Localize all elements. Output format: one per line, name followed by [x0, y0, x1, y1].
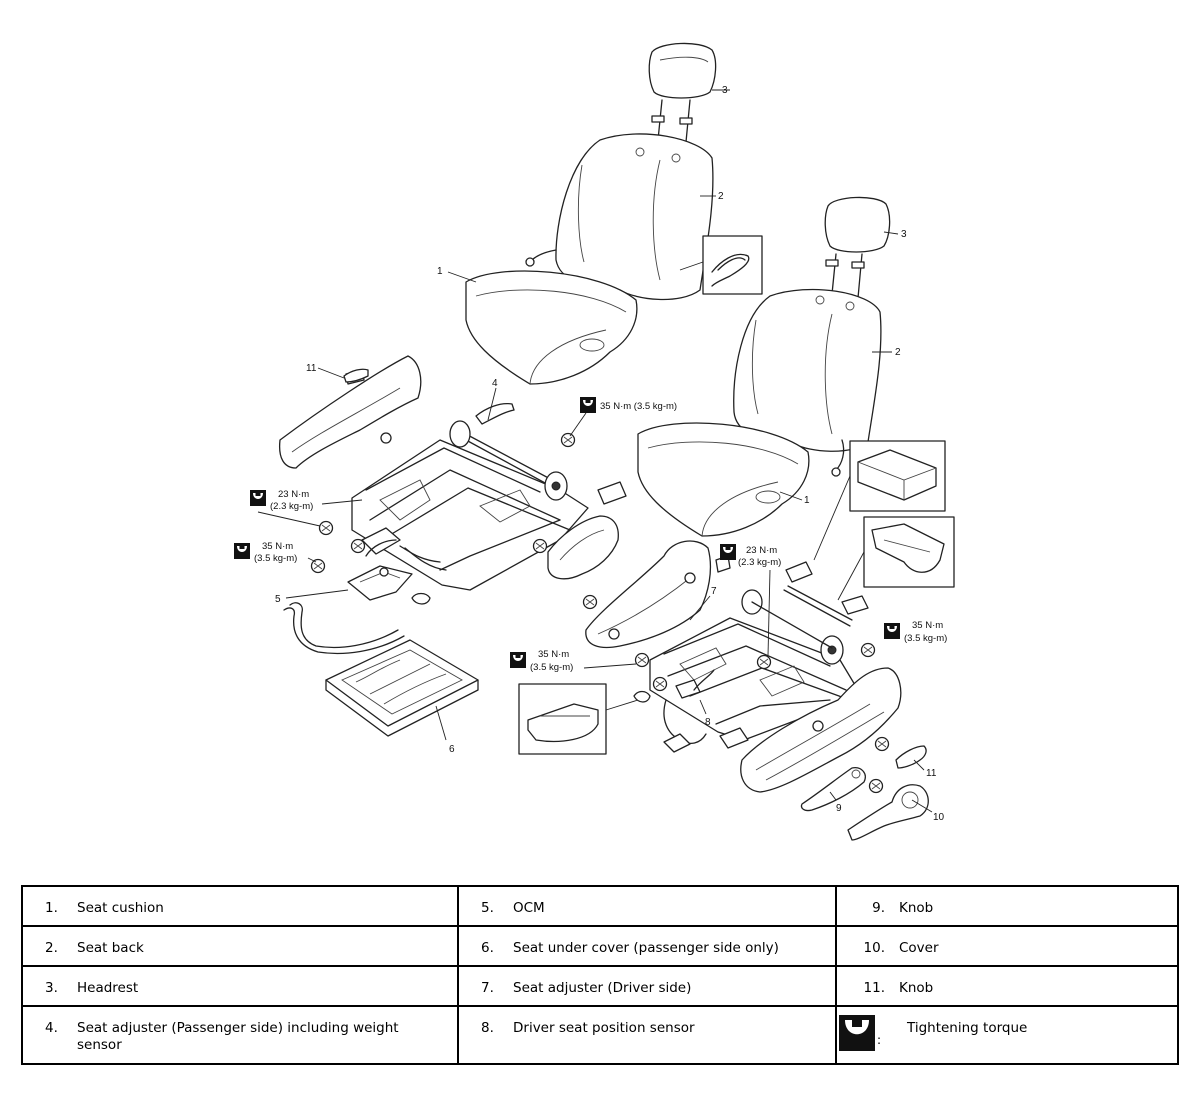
legend-cell: 8. Driver seat position sensor — [457, 1005, 837, 1065]
svg-text:35 N·m (3.5 kg-m): 35 N·m (3.5 kg-m) — [600, 401, 677, 412]
legend-text: Seat cushion — [77, 900, 164, 916]
svg-text:23 N·m: 23 N·m — [746, 545, 777, 556]
callout-2-driver: 2 — [895, 347, 901, 358]
legend-num: 11. — [863, 980, 885, 996]
legend-cell: 4. Seat adjuster (Passenger side) includi… — [21, 1005, 459, 1065]
driver-cover-10 — [847, 784, 929, 841]
driver-seat-cushion — [637, 422, 810, 537]
legend-cell: 2. Seat back — [21, 925, 459, 967]
legend-text: Seat under cover (passenger side only) — [513, 940, 779, 956]
legend-num: 1. — [45, 900, 58, 916]
legend-text: Headrest — [77, 980, 139, 996]
legend-num: 7. — [481, 980, 494, 996]
svg-text:(2.3 kg-m): (2.3 kg-m) — [738, 557, 781, 568]
driver-knob-11 — [343, 368, 927, 769]
passenger-side-cover-right — [547, 515, 619, 580]
svg-text:35 N·m: 35 N·m — [538, 649, 569, 660]
callout-3-passenger: 3 — [722, 85, 728, 96]
passenger-bar — [283, 602, 405, 655]
driver-position-sensor — [663, 669, 715, 753]
callout-11-driver: 11 — [926, 768, 937, 779]
passenger-seat-cushion — [465, 270, 638, 385]
legend-text: Seat back — [77, 940, 144, 956]
wiring-detail-inset — [679, 235, 763, 295]
passenger-ocm — [347, 565, 431, 605]
legend-num: 6. — [481, 940, 494, 956]
svg-text:35 N·m: 35 N·m — [262, 541, 293, 552]
legend-num: 9. — [872, 900, 885, 916]
svg-text:(3.5 kg-m): (3.5 kg-m) — [904, 633, 947, 644]
callout-3-driver: 3 — [901, 229, 907, 240]
svg-text:(3.5 kg-m): (3.5 kg-m) — [530, 662, 573, 673]
legend-text: Cover — [899, 940, 939, 956]
passenger-knob-bracket — [475, 402, 627, 505]
driver-knob-9 — [800, 767, 866, 812]
torque-callout-a: 35 N·m (3.5 kg-m) — [569, 397, 677, 437]
callout-2-passenger: 2 — [718, 191, 724, 202]
torque-callout-b: 23 N·m (2.3 kg-m) — [250, 489, 363, 527]
seat-under-cover — [325, 639, 479, 737]
callout-1-driver: 1 — [804, 495, 810, 506]
svg-text:(3.5 kg-m): (3.5 kg-m) — [254, 553, 297, 564]
legend-cell: 10. Cover — [835, 925, 1179, 967]
callout-7: 7 — [711, 586, 717, 597]
legend-text: Seat adjuster (Driver side) — [513, 980, 692, 996]
parts-legend-table: 1.Seat cushion 5.OCM 9.Knob 2.Seat back … — [21, 885, 1179, 1065]
torque-callout-e: 35 N·m (3.5 kg-m) — [884, 620, 947, 644]
legend-num: 2. — [45, 940, 58, 956]
driver-seat-adjuster — [649, 589, 859, 749]
legend-text: Tightening torque — [907, 1020, 1028, 1036]
driver-side-cover-right — [740, 667, 902, 793]
torque-callout-c: 35 N·m (3.5 kg-m) — [234, 541, 317, 564]
legend-cell: : Tightening torque — [835, 1005, 1179, 1065]
legend-cell: 6. Seat under cover (passenger side only) — [457, 925, 837, 967]
driver-seat-back — [733, 288, 882, 477]
legend-text: Driver seat position sensor — [513, 1020, 695, 1036]
callout-5: 5 — [275, 594, 281, 605]
callout-leaders — [285, 89, 933, 813]
legend-cell: 3. Headrest — [21, 965, 459, 1007]
callout-10: 10 — [933, 812, 945, 823]
svg-text:23 N·m: 23 N·m — [278, 489, 309, 500]
torque-callout-d: 23 N·m (2.3 kg-m) — [720, 544, 781, 657]
driver-detail-inset-top — [813, 440, 946, 561]
driver-side-cover-left — [585, 540, 731, 649]
legend-colon: : — [877, 1033, 882, 1047]
torque-callout-f: 35 N·m (3.5 kg-m) — [510, 649, 637, 673]
legend-text: Seat adjuster (Passenger side) including… — [77, 1020, 399, 1053]
passenger-headrest — [648, 42, 717, 143]
svg-text:35 N·m: 35 N·m — [912, 620, 943, 631]
legend-cell: 5. OCM — [457, 885, 837, 927]
callout-8: 8 — [705, 717, 711, 728]
legend-cell: 9. Knob — [835, 885, 1179, 927]
driver-headrest — [824, 196, 891, 299]
legend-num: 3. — [45, 980, 58, 996]
callout-4: 4 — [492, 378, 498, 389]
driver-rod — [783, 561, 869, 627]
legend-cell: 1. Seat cushion — [21, 885, 459, 927]
callout-6: 6 — [449, 744, 455, 755]
legend-num: 4. — [45, 1020, 58, 1036]
callout-9: 9 — [836, 803, 842, 814]
driver-detail-inset-mid — [837, 516, 955, 601]
legend-cell: 7. Seat adjuster (Driver side) — [457, 965, 837, 1007]
passenger-seat-adjuster — [351, 420, 589, 591]
legend-num: 5. — [481, 900, 494, 916]
legend-text: OCM — [513, 900, 545, 916]
callout-11-passenger: 11 — [306, 363, 317, 374]
svg-text:(2.3 kg-m): (2.3 kg-m) — [270, 501, 313, 512]
exploded-seat-diagram: 3 2 3 2 1 1 4 5 6 7 8 9 10 11 11 35 N·m … — [234, 42, 955, 841]
legend-text: Knob — [899, 900, 934, 916]
legend-num: 8. — [481, 1020, 494, 1036]
driver-detail-inset-bottom — [518, 683, 651, 755]
legend-text: Knob — [899, 980, 934, 996]
legend-cell: 11. Knob — [835, 965, 1179, 1007]
callout-labels: 3 2 3 2 1 1 4 5 6 7 8 9 10 11 11 — [275, 85, 945, 823]
torque-wrench-icon — [837, 1013, 877, 1053]
legend-num: 10. — [863, 940, 885, 956]
callout-1-passenger: 1 — [437, 266, 443, 277]
passenger-seat-back — [525, 133, 714, 301]
